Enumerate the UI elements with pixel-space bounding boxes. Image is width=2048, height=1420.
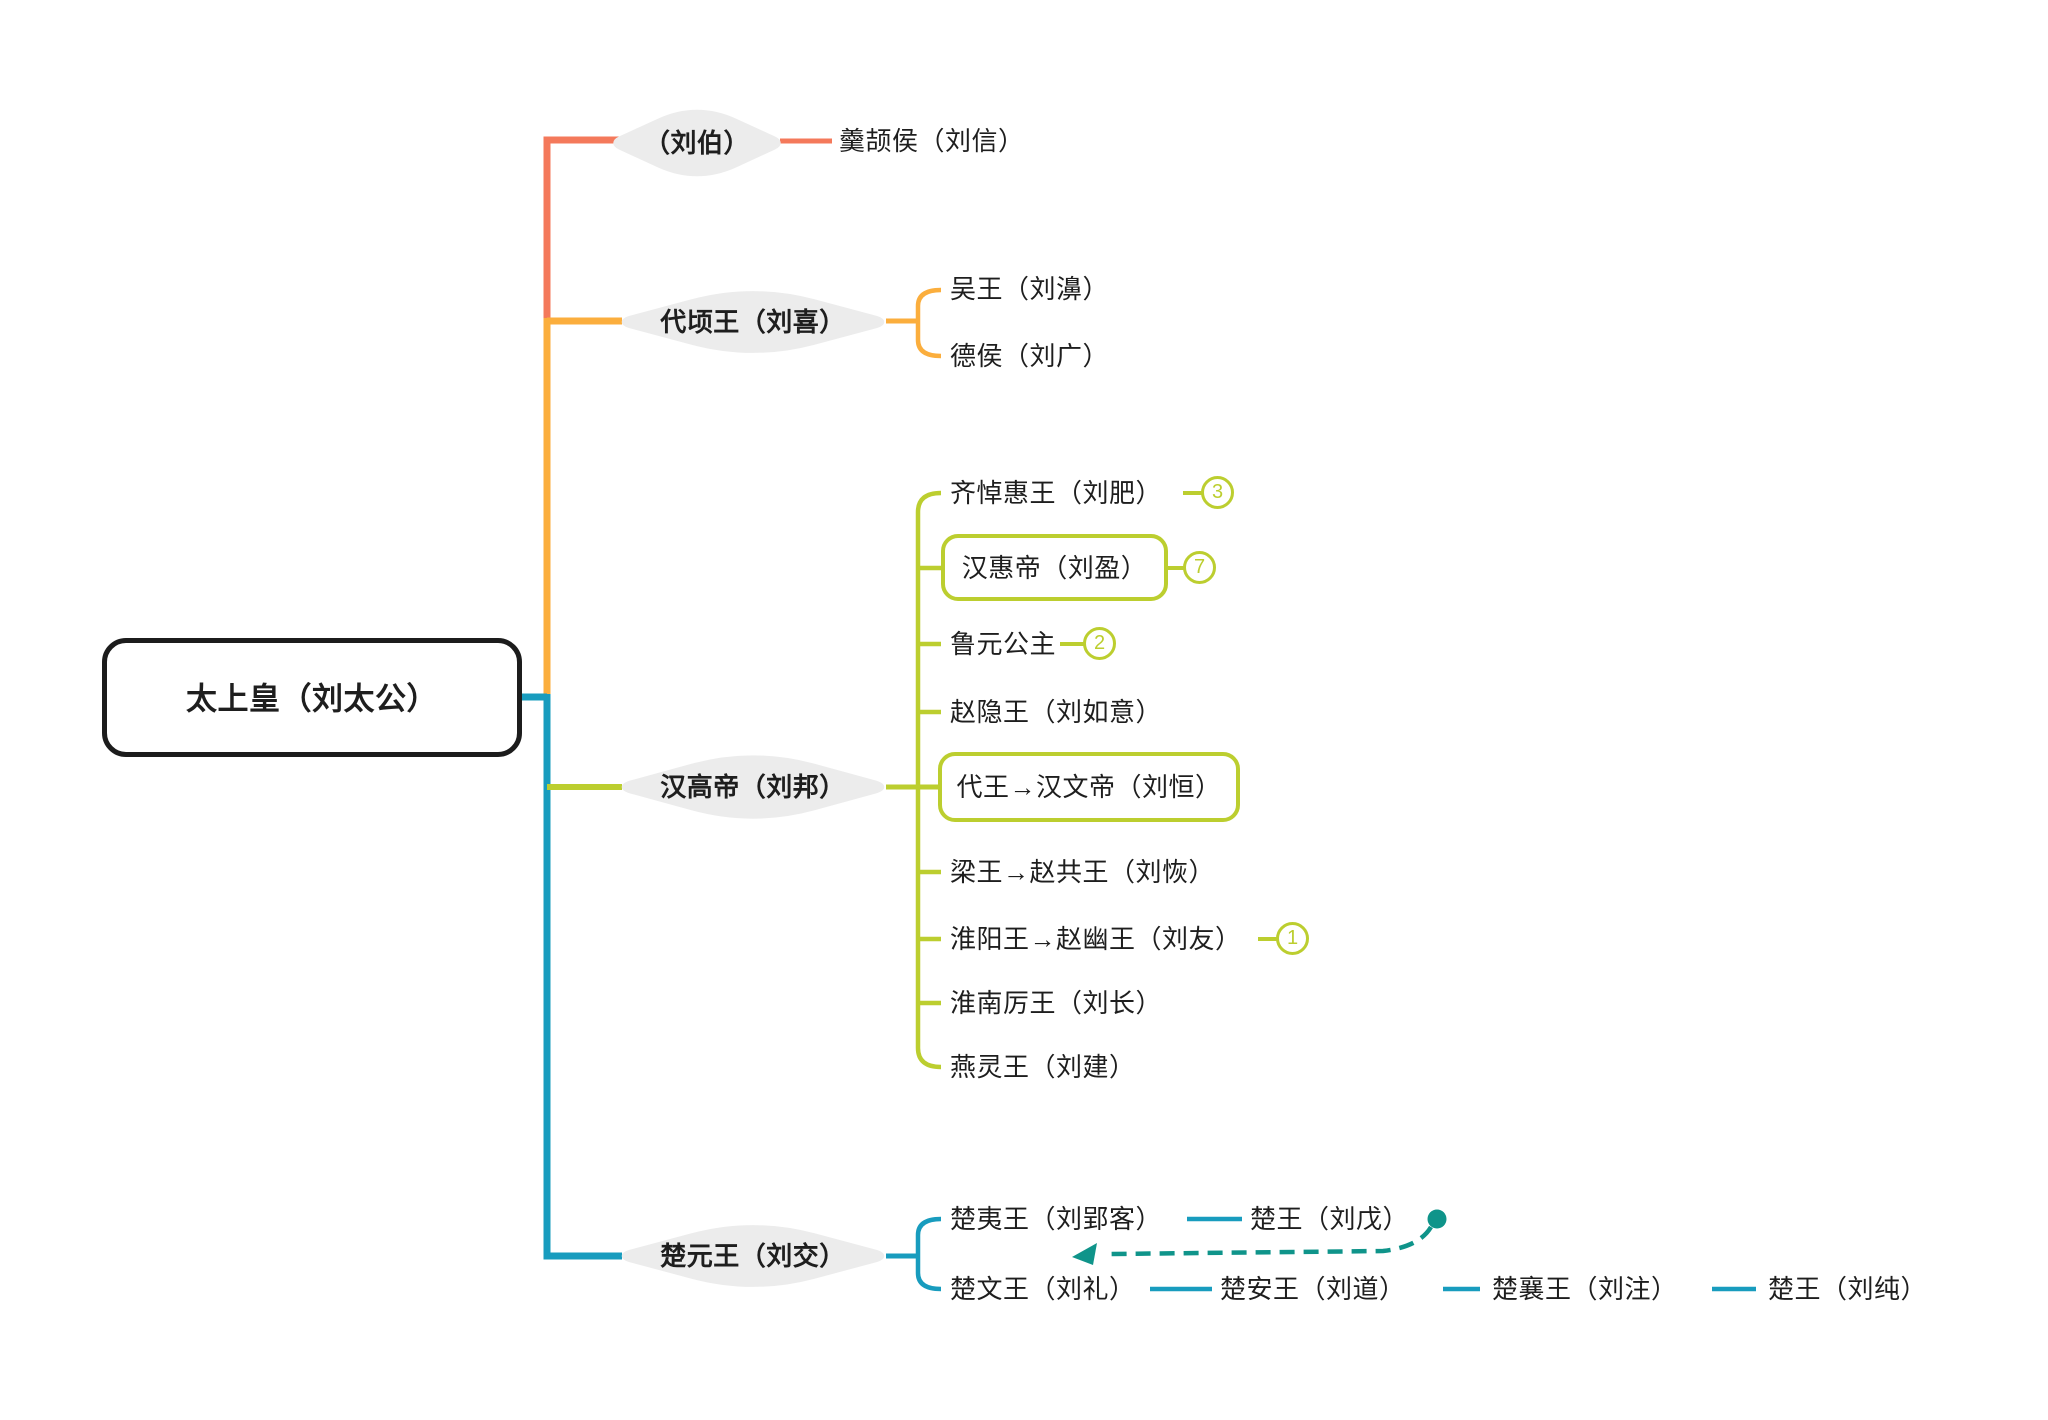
succession-arrow — [1072, 1209, 1447, 1265]
topic-yan-ling-wang[interactable]: 燕灵王（刘建） — [950, 1052, 1136, 1082]
branch-line-liu-bo — [543, 136, 832, 320]
topic-chu-wang-liu-wu[interactable]: 楚王（刘戊） — [1250, 1204, 1410, 1234]
badge-2[interactable]: 2 — [1083, 627, 1116, 660]
arrowhead-icon — [1072, 1243, 1097, 1265]
badge-1[interactable]: 1 — [1276, 922, 1309, 955]
topic-liu-bo[interactable]: （刘伯） — [643, 128, 750, 158]
arrow-origin-dot — [1427, 1209, 1447, 1229]
hexagon-node-liu-bang[interactable] — [621, 755, 885, 819]
topic-chu-yi-wang[interactable]: 楚夷王（刘郢客） — [950, 1204, 1163, 1234]
topic-geng-jie-hou[interactable]: 羹颉侯（刘信） — [839, 126, 1025, 156]
topic-chu-an-wang[interactable]: 楚安王（刘道） — [1220, 1274, 1406, 1304]
hexagon-node-liu-jiao[interactable] — [621, 1225, 885, 1287]
topic-qi-dao-hui-wang[interactable]: 齐悼惠王（刘肥） — [950, 478, 1163, 508]
topic-chu-wen-wang[interactable]: 楚文王（刘礼） — [950, 1274, 1136, 1304]
topic-chu-xiang-wang[interactable]: 楚襄王（刘注） — [1492, 1274, 1678, 1304]
topic-huai-yang-wang[interactable]: 淮阳王→赵幽王（刘友） — [950, 924, 1242, 954]
topic-liu-bang[interactable]: 汉高帝（刘邦） — [660, 772, 846, 802]
topic-lu-yuan-gong-zhu[interactable]: 鲁元公主 — [950, 629, 1057, 659]
topic-liu-jiao[interactable]: 楚元王（刘交） — [660, 1241, 846, 1271]
branch-line-liu-bang — [547, 490, 1277, 1070]
root-topic-label[interactable]: 太上皇（刘太公） — [186, 681, 438, 717]
topic-han-hui-di[interactable]: 汉惠帝（刘盈） — [961, 553, 1148, 583]
topic-chu-wang-liu-chun[interactable]: 楚王（刘纯） — [1768, 1274, 1928, 1304]
highlight-box-han-hui-di[interactable] — [941, 534, 1168, 601]
topic-zhao-yin-wang[interactable]: 赵隐王（刘如意） — [950, 697, 1163, 727]
topic-huai-nan-li-wang[interactable]: 淮南厉王（刘长） — [950, 988, 1163, 1018]
topic-wu-wang[interactable]: 吴王（刘濞） — [950, 274, 1110, 304]
hexagon-node-liu-xi[interactable] — [621, 291, 885, 353]
hexagon-node-liu-bo[interactable] — [613, 109, 781, 177]
topic-liang-wang[interactable]: 梁王→赵共王（刘恢） — [950, 857, 1216, 887]
topic-de-hou[interactable]: 德侯（刘广） — [950, 341, 1110, 371]
root-topic[interactable] — [102, 638, 522, 757]
branch-line-liu-xi — [543, 287, 942, 697]
badge-3[interactable]: 3 — [1201, 476, 1234, 509]
highlight-box-han-wen-di[interactable] — [938, 752, 1240, 822]
topic-han-wen-di[interactable]: 代王→汉文帝（刘恒） — [956, 772, 1222, 802]
badge-7[interactable]: 7 — [1183, 551, 1216, 584]
topic-liu-xi[interactable]: 代顷王（刘喜） — [660, 307, 846, 337]
